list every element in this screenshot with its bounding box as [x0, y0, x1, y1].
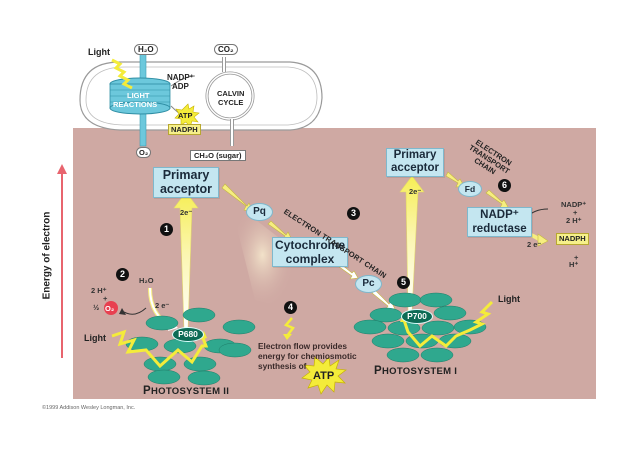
primary-acceptor-ps1-line1: Primary — [393, 149, 437, 161]
inset-light-reactions-label: LIGHT — [127, 92, 150, 100]
ferredoxin-carrier: Fd — [458, 181, 482, 197]
nadp-reductase-line1: NADP⁺ — [480, 209, 519, 221]
ps2-light-zigzag — [111, 329, 209, 369]
p680-reaction-center: P680 — [172, 327, 204, 342]
photosystem-i-title: PHOTOSYSTEM I — [374, 365, 457, 377]
inset-calvin-label: CALVIN CYCLE — [217, 89, 244, 107]
cytochrome-line2: complex — [285, 252, 335, 266]
step-2-badge: 2 — [116, 268, 129, 281]
ps1-light-zigzag — [402, 300, 494, 349]
step-4-badge: 4 — [284, 301, 297, 314]
inset-light-label: Light — [88, 47, 110, 57]
ps1-electron-label: 2e⁻ — [409, 187, 422, 196]
atp-note-line3: synthesis of — [258, 361, 307, 371]
inset-adp-label: ADP — [172, 82, 189, 91]
inset-h2o-label: H₂O — [134, 44, 158, 55]
energy-axis-arrow — [57, 164, 67, 358]
ps2-title-rest: HOTOSYSTEM II — [150, 386, 230, 397]
primary-acceptor-ps2-line1: Primary — [162, 168, 210, 182]
nadp-input-label: NADP⁺ — [561, 200, 587, 209]
ps2-h2o-label: H₂O — [139, 276, 154, 285]
ps2-title-cap: P — [143, 385, 151, 397]
nadph-output-plus: + — [574, 253, 579, 262]
nadp-input-2h: 2 H⁺ — [566, 216, 582, 225]
inset-co2-label: CO₂ — [214, 44, 238, 55]
plastoquinone-carrier: Pq — [246, 203, 273, 221]
primary-acceptor-ps2-line2: acceptor — [159, 182, 213, 196]
cytochrome-line1: Cytochrome — [274, 238, 345, 252]
step-5-badge: 5 — [397, 276, 410, 289]
inset-nadph-label: NADPH — [168, 124, 201, 135]
cytochrome-complex: Cytochrome complex — [272, 237, 348, 267]
ps1-title-rest: HOTOSYSTEM I — [381, 366, 458, 377]
nadp-input-plus: + — [573, 208, 578, 217]
ps2-light-label: Light — [84, 333, 106, 343]
inset-nadp-label: NADP⁺ — [167, 73, 194, 82]
photosystem-ii-title: PHOTOSYSTEM II — [143, 385, 229, 397]
oxygen-icon — [104, 301, 118, 315]
ps2-2h-label: 2 H⁺ — [91, 286, 107, 295]
atp-note-line1: Electron flow provides — [258, 341, 347, 351]
atp-note-line2: energy for chemiosmotic — [258, 351, 357, 361]
step-1-badge: 1 — [160, 223, 173, 236]
ps2-2e-label: 2 e⁻ — [155, 301, 170, 310]
step-3-badge: 3 — [347, 207, 360, 220]
reductase-electron-label: 2 e⁻ — [527, 240, 542, 249]
ps2-o2-label: O₂ — [105, 304, 115, 313]
primary-acceptor-ps1-line2: acceptor — [391, 162, 439, 174]
primary-acceptor-ps1: Primary acceptor — [386, 148, 444, 177]
nadp-reductase: NADP⁺ reductase — [467, 207, 532, 237]
inset-atp-label: ATP — [178, 111, 193, 120]
ps2-electron-label: 2e⁻ — [180, 208, 193, 217]
ps2-plus-label: + — [103, 294, 108, 303]
nadph-output-h: H⁺ — [569, 260, 579, 269]
atp-note: Electron flow provides energy for chemio… — [258, 341, 357, 371]
ps1-light-label: Light — [498, 294, 520, 304]
ps1-excitation-beam — [399, 175, 425, 313]
inset-light-reactions-line1: LIGHT — [127, 91, 150, 100]
step-6-badge: 6 — [498, 179, 511, 192]
chloroplast-inset — [79, 51, 323, 147]
atp-starburst-main-icon — [301, 356, 347, 395]
inset-o2-label: O₂ — [136, 147, 152, 158]
copyright-text: ©1999 Addison Wesley Longman, Inc. — [42, 405, 136, 411]
primary-acceptor-ps2: Primary acceptor — [153, 167, 219, 198]
ps1-antenna-cluster — [353, 292, 487, 363]
atp-label: ATP — [313, 370, 335, 382]
p700-reaction-center: P700 — [401, 309, 433, 324]
ps1-title-cap: P — [374, 365, 382, 377]
ps2-half-label: ½ — [93, 303, 100, 312]
nadp-reductase-line2: reductase — [472, 223, 527, 235]
inset-calvin-line2: CYCLE — [217, 98, 244, 107]
inset-calvin-line1: CALVIN — [217, 89, 245, 98]
energy-axis-label: Energy of electron — [41, 211, 53, 300]
ps2-antenna-cluster — [125, 307, 256, 386]
plastocyanin-carrier: Pc — [355, 275, 382, 293]
inset-light-reactions-line2: REACTIONS — [113, 100, 158, 109]
inset-sugar-label: CH₂O (sugar) — [190, 150, 246, 161]
nadph-output-label: NADPH — [556, 233, 589, 245]
